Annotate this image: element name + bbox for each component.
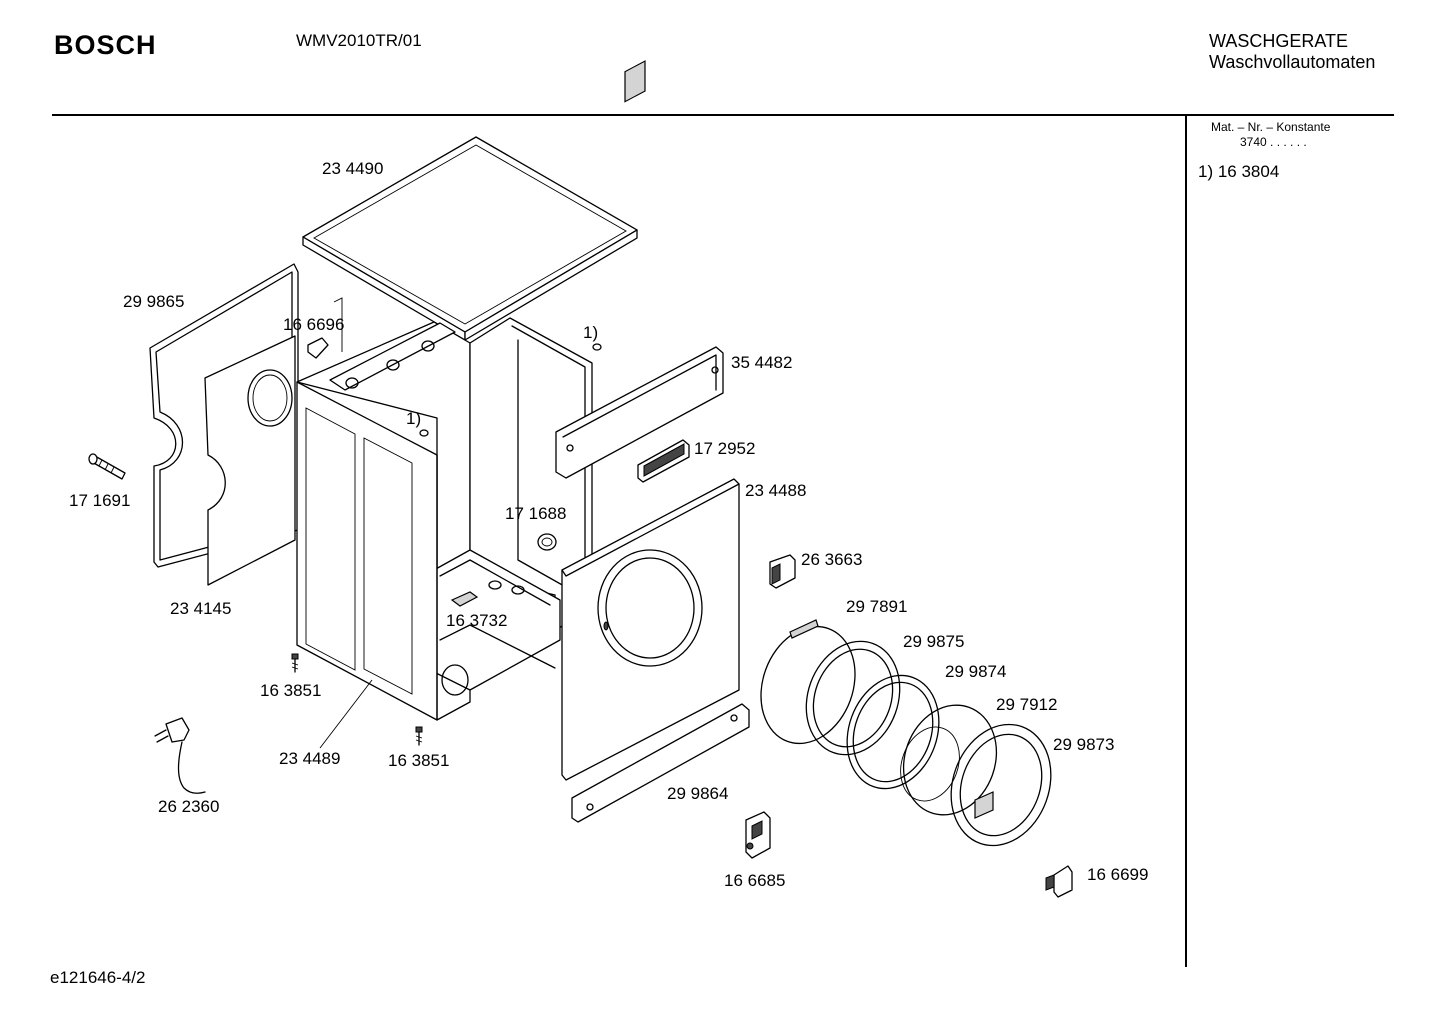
screw-left-part xyxy=(291,653,299,673)
part-label: 23 4488 xyxy=(745,481,807,500)
panel-rail-part xyxy=(555,60,724,479)
part-label: 16 6685 xyxy=(724,871,786,890)
power-cord-part xyxy=(154,717,206,794)
door-lock-part xyxy=(769,554,796,589)
back-panel-part xyxy=(204,335,296,586)
part-label: 29 7912 xyxy=(996,695,1058,714)
display-module-part xyxy=(637,439,690,483)
foot-pad-part xyxy=(450,591,479,607)
hinge-part xyxy=(745,811,771,859)
door-frame-part xyxy=(950,723,1052,847)
door-ring-2-part xyxy=(805,640,901,756)
brand-logo: BOSCH xyxy=(54,30,157,60)
knob-part xyxy=(537,533,557,551)
door-ring-3-part xyxy=(846,674,940,790)
part-label: 23 4490 xyxy=(322,159,384,178)
nut-part xyxy=(419,343,602,437)
part-label: 26 3663 xyxy=(801,550,863,569)
footnote-1: 1) 16 3804 xyxy=(1198,162,1280,181)
constant-value: 3740 . . . . . . xyxy=(1240,135,1307,149)
cabinet-part xyxy=(296,317,593,749)
part-label: 17 1691 xyxy=(69,491,131,510)
category-subtitle: Waschvollautomaten xyxy=(1209,52,1376,72)
category-title: WASCHGERATE xyxy=(1209,31,1349,51)
front-panel-part xyxy=(561,478,740,781)
part-label: 29 9864 xyxy=(667,784,729,803)
part-label: 16 6696 xyxy=(283,315,345,334)
part-label: 16 3732 xyxy=(446,611,508,630)
part-label: 29 9873 xyxy=(1053,735,1115,754)
part-label: 29 9875 xyxy=(903,632,965,651)
part-footnote-marker: 1) xyxy=(406,409,422,428)
sidebar-divider xyxy=(1185,116,1187,967)
part-label: 16 6699 xyxy=(1087,865,1149,884)
model-number: WMV2010TR/01 xyxy=(296,31,422,50)
part-label: 29 9874 xyxy=(945,662,1007,681)
part-label: 26 2360 xyxy=(158,797,220,816)
hook-part xyxy=(1045,865,1073,898)
part-label: 17 2952 xyxy=(694,439,756,458)
header-rule xyxy=(52,114,1394,116)
kick-plate-part xyxy=(571,703,750,823)
hose-fitting-part xyxy=(88,453,126,480)
part-footnote-marker: 1) xyxy=(583,323,599,342)
top-cover-part xyxy=(302,136,638,341)
bracket-top-part xyxy=(307,297,343,359)
door-glass-part xyxy=(900,704,998,816)
part-label: 35 4482 xyxy=(731,353,793,372)
door-ring-1-part xyxy=(760,619,856,745)
part-label: 16 3851 xyxy=(388,751,450,770)
document-id: e121646-4/2 xyxy=(50,968,146,987)
part-label: 17 1688 xyxy=(505,504,567,523)
part-label: 29 7891 xyxy=(846,597,908,616)
constant-label: Mat. – Nr. – Konstante xyxy=(1211,120,1331,134)
screw-bottom-part xyxy=(415,726,423,746)
part-label: 23 4145 xyxy=(170,599,232,618)
part-label: 29 9865 xyxy=(123,292,185,311)
part-label: 16 3851 xyxy=(260,681,322,700)
part-label: 23 4489 xyxy=(279,749,341,768)
